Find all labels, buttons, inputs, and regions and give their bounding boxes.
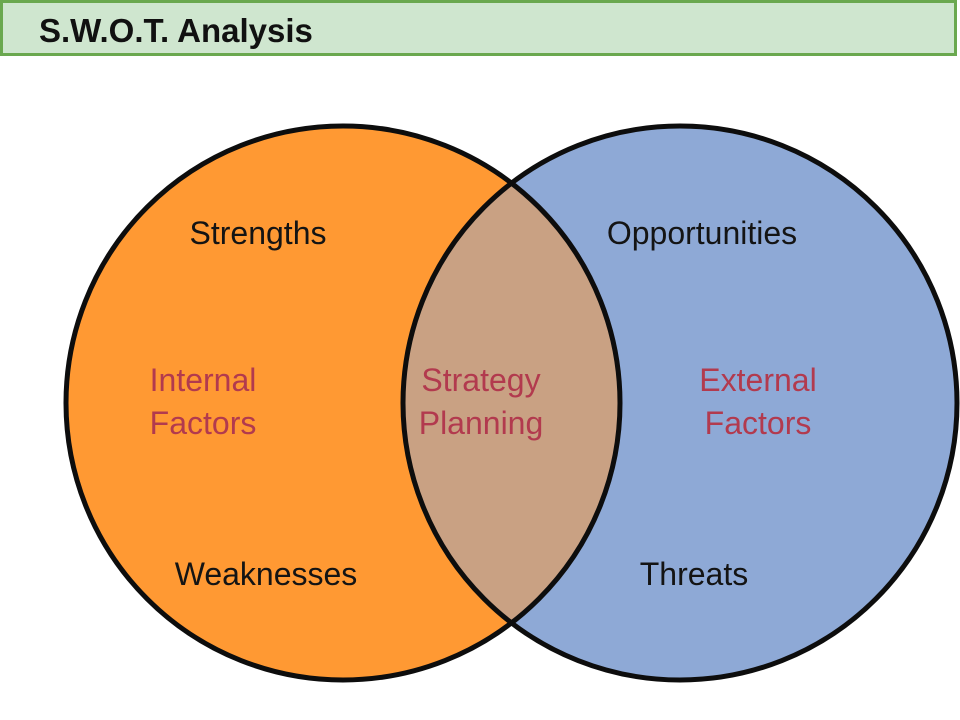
weaknesses-label: Weaknesses	[175, 556, 358, 592]
external-circle-outline	[400, 123, 960, 683]
external-factors-line1: External	[699, 362, 816, 398]
overlap-region	[403, 126, 620, 680]
strategy-planning-line2: Planning	[419, 405, 544, 441]
internal-factors-line1: Internal	[150, 362, 257, 398]
threats-label: Threats	[640, 556, 748, 592]
strengths-label: Strengths	[190, 215, 327, 251]
title-bar: S.W.O.T. Analysis	[0, 0, 957, 56]
strategy-planning-line1: Strategy	[421, 362, 540, 398]
internal-factors-line2: Factors	[150, 405, 257, 441]
internal-circle-outline	[63, 123, 623, 683]
page-title: S.W.O.T. Analysis	[39, 12, 313, 49]
opportunities-label: Opportunities	[607, 215, 797, 251]
external-factors-line2: Factors	[705, 405, 812, 441]
